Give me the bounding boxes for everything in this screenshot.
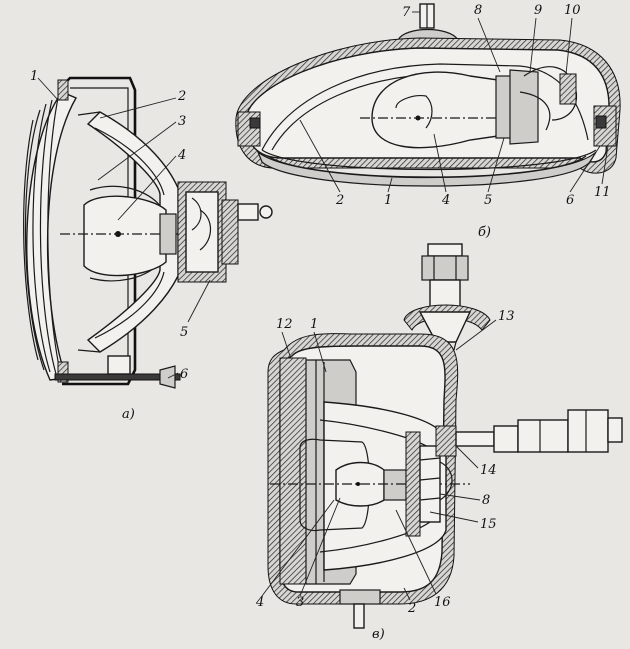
callout-a-3: 3 xyxy=(178,114,186,129)
callout-b-6: 6 xyxy=(566,193,574,208)
socket-v xyxy=(405,431,453,537)
bottom-bracket-v xyxy=(339,589,381,629)
callout-b-2: 2 xyxy=(335,193,344,208)
callouts-b: 7 8 9 10 2 1 4 5 6 11 xyxy=(299,3,611,208)
callout-v-15: 15 xyxy=(480,517,497,532)
figure-b: 7 8 9 10 2 1 4 5 6 11 б) xyxy=(235,3,621,240)
callout-b-4: 4 xyxy=(441,193,450,208)
callout-v-14: 14 xyxy=(480,463,497,478)
callout-a-5: 5 xyxy=(180,325,188,340)
reflector-a xyxy=(77,111,179,353)
callout-b-11: 11 xyxy=(594,185,611,200)
clamps-b xyxy=(237,105,617,147)
lens-a xyxy=(23,91,78,381)
plug-v xyxy=(435,409,623,457)
figure-v: 12 1 13 14 8 15 4 3 2 16 в) xyxy=(255,243,623,642)
mounting-bolt-a xyxy=(54,355,181,389)
connector-a xyxy=(177,181,273,283)
bulb-b xyxy=(360,69,539,149)
callout-v-12: 12 xyxy=(276,317,293,332)
callout-a-2: 2 xyxy=(177,89,186,104)
callout-v-13: 13 xyxy=(498,309,515,324)
callout-a-1: 1 xyxy=(30,69,38,84)
caption-v: в) xyxy=(372,627,385,642)
callouts-v: 12 1 13 14 8 15 4 3 2 16 xyxy=(255,309,515,616)
caption-a: а) xyxy=(122,407,135,422)
bracket-v xyxy=(399,243,491,405)
callout-a-4: 4 xyxy=(177,148,186,163)
callout-v-8: 8 xyxy=(482,493,490,508)
bulb-a xyxy=(60,195,180,277)
callout-b-9: 9 xyxy=(534,3,542,18)
callout-b-5: 5 xyxy=(484,193,492,208)
callout-b-8: 8 xyxy=(474,3,482,18)
callout-v-1: 1 xyxy=(310,317,318,332)
callouts-a: 1 2 3 4 5 6 xyxy=(30,69,211,382)
callout-b-7: 7 xyxy=(402,5,411,20)
caption-b: б) xyxy=(478,225,491,240)
callout-b-10: 10 xyxy=(564,3,581,18)
callout-v-2: 2 xyxy=(407,601,416,616)
figure-a: 1 2 3 4 5 6 а) xyxy=(23,69,273,422)
callout-v-16: 16 xyxy=(434,595,451,610)
callout-v-4: 4 xyxy=(255,595,264,610)
callout-v-3: 3 xyxy=(296,595,304,610)
socket-b xyxy=(519,66,578,131)
callout-a-6: 6 xyxy=(180,367,188,382)
callout-b-1: 1 xyxy=(384,193,392,208)
